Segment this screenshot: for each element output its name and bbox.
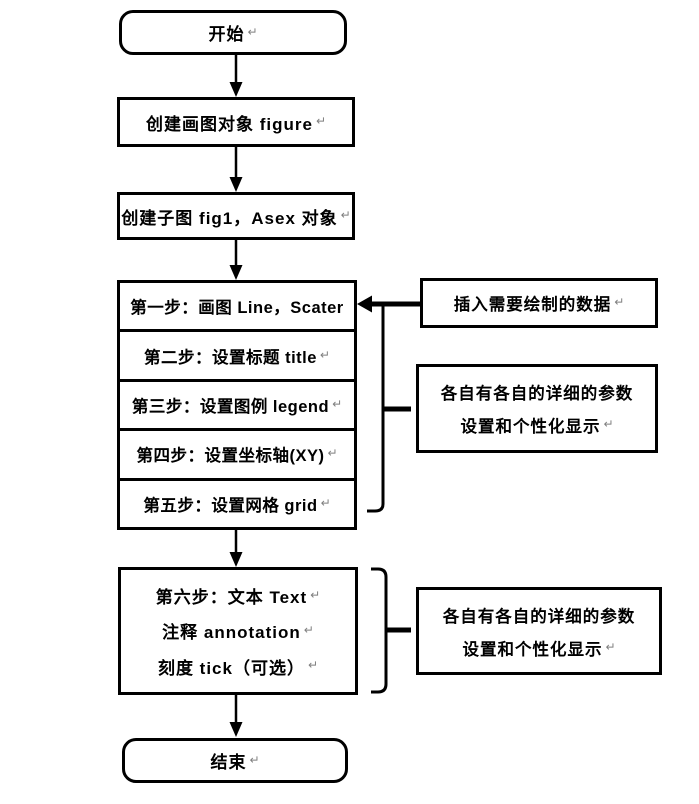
params-note-1-line-2-label: 设置和个性化显示 bbox=[460, 418, 601, 437]
arrow-figure-to-subplot bbox=[229, 147, 243, 192]
return-mark: ↵ bbox=[340, 208, 351, 222]
step6-line-1-label: 第六步：文本 Text bbox=[155, 588, 308, 608]
arrow-steps-to-step6 bbox=[229, 530, 243, 567]
params-note-2-line-1-label: 各自有各自的详细的参数 bbox=[442, 607, 636, 626]
arrow-start-to-figure bbox=[229, 55, 243, 97]
create-subplot-node: 创建子图 fig1，Asex 对象 ↵ bbox=[117, 192, 355, 240]
params-note-1-line-2: 设置和个性化显示 ↵ bbox=[460, 413, 613, 437]
create-figure-label: 创建画图对象 figure bbox=[145, 114, 313, 134]
return-mark: ↵ bbox=[332, 397, 343, 412]
params-note-2: 各自有各自的详细的参数 设置和个性化显示 ↵ bbox=[416, 587, 662, 675]
arrow-subplot-to-steps bbox=[229, 240, 243, 280]
params-note-2-line-1: 各自有各自的详细的参数 bbox=[443, 603, 636, 627]
arrow-step6-to-end bbox=[229, 695, 243, 737]
step6-node: 第六步：文本 Text ↵ 注释 annotation ↵ 刻度 tick（可选… bbox=[118, 567, 358, 695]
step6-line-2: 注释 annotation ↵ bbox=[162, 618, 314, 643]
step6-line-3-label: 刻度 tick（可选） bbox=[157, 658, 305, 678]
steps-stack: 第一步：画图 Line，Scater 第二步：设置标题 title ↵ 第三步：… bbox=[117, 280, 357, 530]
insert-data-node: 插入需要绘制的数据 ↵ bbox=[420, 278, 658, 328]
return-mark: ↵ bbox=[603, 417, 614, 432]
return-mark: ↵ bbox=[307, 658, 319, 673]
create-figure-node: 创建画图对象 figure ↵ bbox=[117, 97, 355, 147]
step-row-2: 第二步：设置标题 title ↵ bbox=[120, 332, 354, 382]
return-mark: ↵ bbox=[247, 24, 258, 39]
step-row-5: 第五步：设置网格 grid ↵ bbox=[120, 481, 354, 527]
start-label: 开始 bbox=[208, 25, 245, 44]
return-mark: ↵ bbox=[315, 114, 326, 128]
end-label: 结束 bbox=[210, 753, 247, 772]
return-mark: ↵ bbox=[310, 587, 321, 602]
step6-line-2-label: 注释 annotation bbox=[162, 623, 301, 643]
return-mark: ↵ bbox=[605, 639, 616, 654]
params-note-1: 各自有各自的详细的参数 设置和个性化显示 ↵ bbox=[416, 364, 658, 453]
return-mark: ↵ bbox=[249, 752, 260, 767]
return-mark: ↵ bbox=[320, 495, 331, 510]
end-node: 结束 ↵ bbox=[122, 738, 348, 783]
params-note-2-line-2: 设置和个性化显示 ↵ bbox=[462, 636, 615, 660]
brace-steps-1-5 bbox=[367, 306, 411, 513]
step-5-label: 第五步：设置网格 grid bbox=[143, 496, 318, 515]
step-row-3: 第三步：设置图例 legend ↵ bbox=[120, 382, 354, 432]
brace-step-6 bbox=[371, 567, 411, 694]
step-2-label: 第二步：设置标题 title bbox=[144, 348, 317, 367]
insert-data-label: 插入需要绘制的数据 bbox=[453, 296, 612, 314]
step6-line-3: 刻度 tick（可选） ↵ bbox=[158, 654, 318, 679]
start-node: 开始 ↵ bbox=[119, 10, 347, 55]
return-mark: ↵ bbox=[319, 347, 330, 362]
arrow-insert-to-step1 bbox=[357, 295, 420, 313]
create-subplot-label: 创建子图 fig1，Asex 对象 bbox=[121, 208, 338, 228]
step-1-label: 第一步：画图 Line，Scater bbox=[130, 299, 344, 318]
step-row-1: 第一步：画图 Line，Scater bbox=[120, 283, 354, 333]
return-mark: ↵ bbox=[614, 295, 625, 309]
return-mark: ↵ bbox=[327, 446, 338, 461]
step6-line-1: 第六步：文本 Text ↵ bbox=[156, 583, 320, 608]
return-mark: ↵ bbox=[303, 622, 314, 637]
params-note-1-line-1-label: 各自有各自的详细的参数 bbox=[440, 384, 634, 403]
params-note-2-line-2-label: 设置和个性化显示 bbox=[462, 640, 603, 659]
step-row-4: 第四步：设置坐标轴(XY) ↵ bbox=[120, 431, 354, 481]
params-note-1-line-1: 各自有各自的详细的参数 bbox=[441, 380, 634, 404]
step-4-label: 第四步：设置坐标轴(XY) bbox=[136, 447, 325, 466]
step-3-label: 第三步：设置图例 legend bbox=[131, 398, 330, 417]
